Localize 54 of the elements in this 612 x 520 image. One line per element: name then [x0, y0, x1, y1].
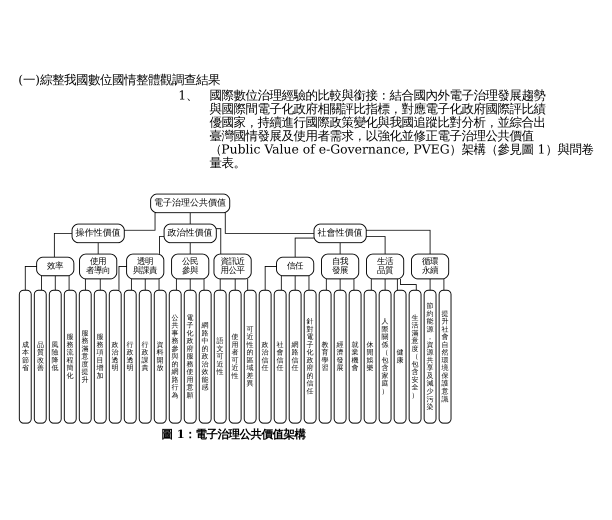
- connector: [98, 242, 99, 254]
- connector: [294, 275, 296, 290]
- node-box: 政治性價值: [164, 224, 217, 244]
- node-box: 生活品質: [366, 254, 404, 280]
- diagram-title: (一)綜整我國數位國情整體觀調查結果: [18, 72, 220, 88]
- connector: [68, 275, 70, 290]
- connector: [118, 266, 127, 291]
- connector: [340, 242, 341, 254]
- connector: [396, 278, 398, 291]
- connector: [234, 278, 236, 291]
- node-box: 透明與課責: [126, 254, 164, 280]
- connector: [24, 266, 38, 291]
- connector: [224, 212, 314, 234]
- connector: [144, 278, 146, 291]
- connector: [400, 278, 417, 291]
- connector: [159, 236, 164, 254]
- connector: [340, 278, 341, 291]
- connector: [326, 278, 327, 291]
- node-box: 信任: [276, 256, 314, 276]
- node-box: 資訊近用公平: [214, 254, 252, 280]
- label: 1、: [178, 88, 198, 103]
- connector: [216, 228, 222, 254]
- node-box: 電子治理公共價值: [150, 194, 230, 214]
- connector: [366, 230, 430, 254]
- connector: [158, 278, 160, 291]
- label: 國際數位治理經驗的比較與銜接：結合國內外電子治理發展趨勢與國際間電子化政府相關評比指標，對應電子化政府國際評比績優國家，持續進行國際政策變化與我國追蹤比對分析，並綜合出臺灣國情發展及使用者需求，以強化並修正電子治理公共價值（Public Value of e-Governance, PVEG）架構（參見圖 1）與問卷量表。: [209, 88, 594, 170]
- node-box: 操作性價值: [72, 224, 125, 244]
- connector: [264, 266, 277, 291]
- connector: [41, 275, 42, 290]
- node-box: 使用者導向: [79, 254, 118, 280]
- connector: [54, 232, 72, 258]
- node-box: 循環永續: [411, 254, 450, 280]
- connector: [190, 278, 191, 291]
- connector: [308, 275, 310, 290]
- node-box: 公民參與: [171, 254, 210, 280]
- connector: [190, 212, 191, 224]
- connector: [220, 278, 221, 291]
- connector: [370, 278, 372, 291]
- connector: [124, 212, 156, 231]
- connector: [280, 275, 282, 290]
- node-box: 效率: [36, 256, 74, 276]
- connector: [84, 278, 86, 291]
- connector: [176, 278, 177, 291]
- connector: [247, 278, 248, 291]
- connector: [130, 278, 132, 291]
- node-box: 自我發展: [321, 254, 360, 280]
- connector: [294, 238, 314, 258]
- connector: [190, 242, 191, 254]
- connector: [54, 275, 56, 290]
- connector: [384, 278, 386, 291]
- caption: 圖 1：電子治理公共價值架構: [162, 426, 306, 441]
- connector: [100, 278, 101, 291]
- connector: [366, 236, 386, 254]
- node-box: 社會性價值: [314, 224, 367, 244]
